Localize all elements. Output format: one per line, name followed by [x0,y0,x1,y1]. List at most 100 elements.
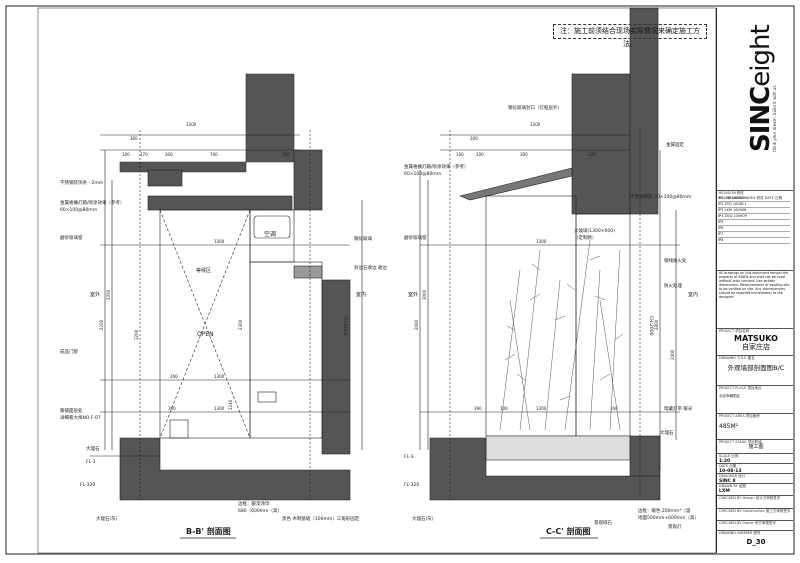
project-row: PROJECT 项目名称 MATSUKO 自家庄店 [717,328,793,355]
dim-c-top-0: 1300 [530,122,541,127]
dim-c-v-1: 3000 [422,289,427,300]
project-stage-row: PROJECT STAGE 项目阶段 施工图 [717,439,793,453]
revision-row: IP1 JXQ 100809 [718,196,790,202]
dim-c-h-0: 1300 [536,239,547,244]
label-big-glass: 大玻璃(1300×600) [574,227,615,234]
date-label: DATE 日期 [719,464,737,468]
revision-row-empty: IP8 [718,238,790,244]
section-b-ac-unit [253,215,291,239]
label-section-c: 60×100@80mm [404,171,441,177]
disclaimer-row: All drawings on this document remain the… [717,270,793,328]
label-stone-edge-c: 大理石 [660,429,674,436]
designer-value: SINC 8 [719,479,736,484]
project-place-value: 北京市朝阳区 [719,394,740,398]
label-light-box-c: 金属格栅灯箱/喷涂效果（参考） [404,163,469,170]
label-top-note-b: 不锈钢装饰条 - 2mm [60,179,103,186]
brand-logo-light: eight [746,25,776,87]
dim-c-v-3: 2400 [670,349,675,360]
project-stage-label: PROJECT STAGE 项目阶段 [719,440,762,444]
dim-b-h-3: 260 [170,374,178,379]
designer-row: DESIGNER 设计 SINC 8 [717,473,793,484]
scale-label: SCALE 比例 [719,454,739,458]
section-c-column [629,7,659,215]
drawing-number-label: DRAWING NUMBER 图号 [719,531,761,535]
dim-b-h-2: 1300 [214,406,225,411]
label-floor-code: 详细看大样NO.F-07 [60,414,101,421]
revision-row-empty: IP5 [718,220,790,226]
project-area-value: 485M² [719,423,739,430]
section-b-annotations: 不锈钢装饰条 - 2mm 金属格栅灯箱/喷涂效果（参考） 60×100@80mm… [60,179,387,536]
dim-b-top-0: 1300 [186,122,197,127]
label-light-box-b: 金属格栅灯箱/喷涂效果（参考） [60,199,125,206]
label-interior-zone: 等候区 [196,267,211,274]
drawing-title-row: DRAWING TITLE 图名 外观墙部剖面图B/C [717,355,793,379]
section-c-planter-wall [575,213,631,437]
project-label: PROJECT 项目名称 [719,329,750,333]
checked-owner-row: CHECKED BY Owner 甲方审核签字 [717,520,793,530]
dim-c-top-1: 300 [470,136,478,141]
section-c-plants [499,239,624,431]
project-area-row: PROJECT AREA 项目面积 485M² [717,413,793,435]
section-c-glass-panel [485,195,577,437]
revision-header: REVISION 修改 [719,191,744,195]
brand-block: SINCeight think your dream, build it wit… [738,12,778,162]
section-b-beam [147,169,183,187]
label-bottom-note-b2: 680（600mm（高） [238,507,282,514]
dim-b-h-4: 390 [168,406,176,411]
section-b-sill [293,265,323,279]
dim-c-v-2: 2800 [654,319,659,330]
label-steel: 不锈钢厚度-20×100@80mm [630,193,691,200]
dim-b-v-2: 2300 [238,319,243,330]
label-fl-b: FL-3 [86,459,96,465]
designer-label: DESIGNER 设计 [719,474,746,478]
drawing-number-value: D_30 [746,538,766,546]
project-place-label: PROJECT PLACE 项目地点 [719,386,762,390]
label-bottom-note-c2: 地面500mm+600mm（高） [638,514,699,521]
section-b-drawing [90,73,363,501]
section-b-upper-slab [119,73,295,173]
label-glass-ext: 钢化玻璃 [354,235,372,242]
dim-b-top-2: 100 [122,152,130,157]
project-name-cn: 自家庄店 [742,343,770,351]
date-row: DATE 日期 10-08-13 [717,463,793,474]
section-c-canopy [459,167,573,201]
dim-b-top-4: 300 [165,152,173,157]
date-value: 10-08-13 [719,469,742,474]
label-ceiling-b: CH:2600 [342,316,348,336]
label-light-c: 钢线防火处 [664,257,687,264]
label-floor-stone: 大理石 [86,445,100,452]
dim-b-top-6: 100 [282,152,290,157]
checked-construction-row: CHECKED BY Construction 施工方审核签字 [717,508,793,518]
title-block: REVISION 修改 NO. DRAWING INDEX 修改 DATE 日期… [716,8,793,553]
label-strip: 成品门套 [60,348,78,355]
label-ac: 空调 [264,230,276,238]
label-floor-below-c: 大理石(灰) [412,515,434,522]
project-name-en: MATSUKO [734,334,778,343]
label-bottom-note-b3: 黑色 木制基础（100mm）三角形固定 [282,515,360,522]
project-area-label: PROJECT AREA 项目面积 [719,414,760,418]
label-top-note-c: 钢化玻璃封口（灯框层外） [508,104,562,111]
drawn-by-label: DRAWN BY 绘图 [719,484,746,488]
section-b-right-wall [321,279,351,455]
drawing-title-label: DRAWING TITLE 图名 [719,356,755,360]
scale-row: SCALE 比例 1:20 [717,453,793,464]
label-glass-c: 磨砂玻璃窗 [404,234,427,241]
label-glass-b: 磨砂玻璃窗 [60,234,83,241]
drawing-number-row: DRAWING NUMBER 图号 D_30 [717,530,793,553]
section-b-lintel [147,195,293,211]
checked-construction: CHECKED BY Construction 施工方审核签字 [719,509,791,513]
dim-c-h-3: 100 [500,406,508,411]
revision-row: IP2 ZYQ 100811 [718,202,790,208]
drawn-by-row: DRAWN BY 绘图 LXM [717,483,793,494]
section-b-title: B-B' 剖面图 [186,526,231,536]
dim-b-h-0: 1300 [214,239,225,244]
section-c-curb [629,435,661,477]
label-right-note-c: 防火处理 [664,282,682,289]
